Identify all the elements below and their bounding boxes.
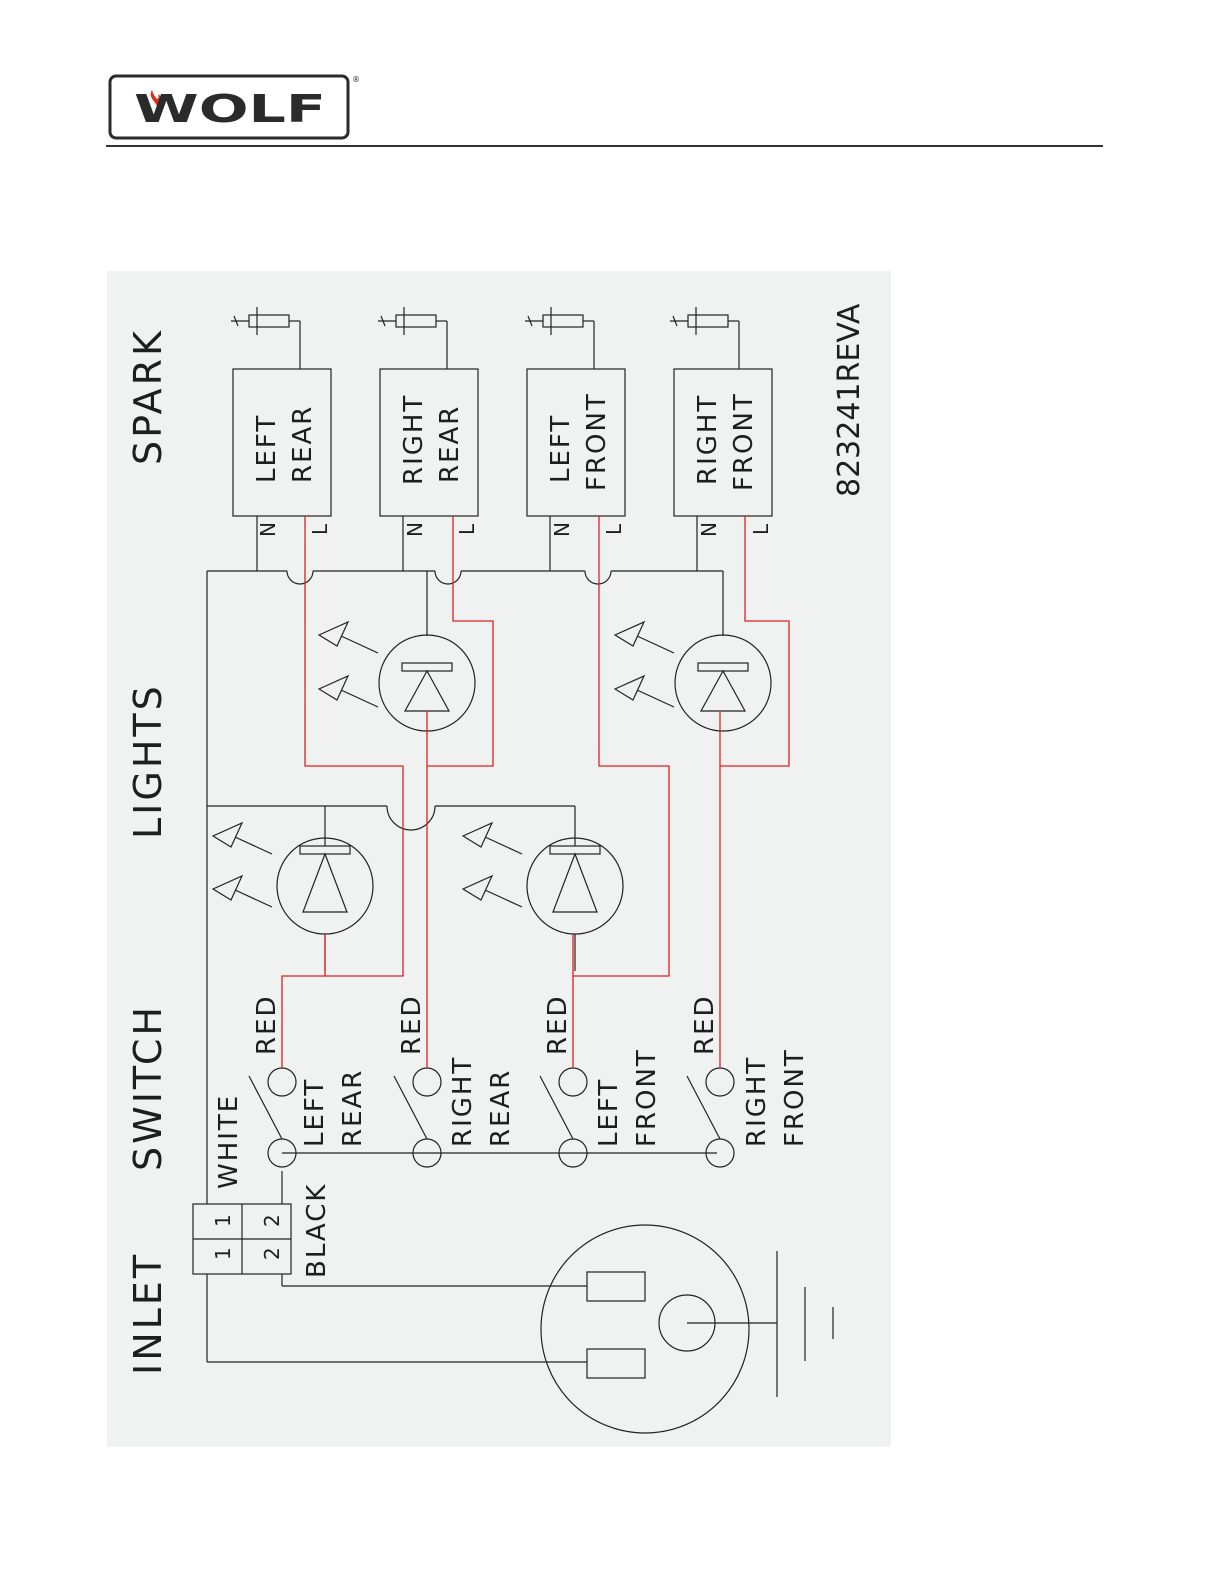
spark-l-4: L (749, 523, 773, 535)
terminal-1b: 1 (211, 1214, 235, 1227)
heading-switch: SWITCH (126, 1004, 170, 1171)
switch-label-left-rear-2: REAR (338, 1069, 368, 1147)
inlet-blade-neutral (587, 1349, 645, 1378)
spark-n-3: N (550, 522, 574, 537)
spark-label-left-front-2: FRONT (582, 392, 612, 491)
heading-inlet: INLET (126, 1252, 170, 1375)
spark-n-4: N (697, 522, 721, 537)
red-label-1: RED (252, 994, 282, 1055)
spark-n-2: N (403, 522, 427, 537)
red-label-2: RED (397, 994, 427, 1055)
heading-spark: SPARK (126, 328, 170, 465)
switch-left-rear-output (268, 1068, 296, 1096)
spark-l-1: L (308, 523, 332, 535)
spark-label-right-rear-2: REAR (435, 405, 465, 483)
spark-n-1: N (256, 522, 280, 537)
spark-label-left-front-1: LEFT (546, 414, 576, 483)
red-label-4: RED (690, 994, 720, 1055)
switch-right-front-output (706, 1068, 734, 1096)
heading-lights: LIGHTS (126, 683, 170, 839)
inlet-blade-hot (587, 1272, 645, 1301)
spark-l-3: L (602, 523, 626, 535)
spark-electrode-3 (543, 315, 583, 327)
switch-label-left-rear-1: LEFT (300, 1078, 330, 1147)
spark-electrode-1 (249, 315, 289, 327)
switch-label-right-rear-1: RIGHT (448, 1056, 478, 1147)
inlet-receptacle (541, 1225, 749, 1433)
switch-left-front-output (559, 1068, 587, 1096)
wiring-diagram-panel: INLET SWITCH LIGHTS SPARK WHITE BLACK 1 … (107, 271, 891, 1447)
label-white: WHITE (214, 1094, 244, 1189)
terminal-1a: 1 (211, 1247, 235, 1260)
spark-electrode-4 (688, 315, 728, 327)
spark-label-left-rear-1: LEFT (252, 414, 282, 483)
light-right-front (675, 635, 771, 731)
spark-label-right-front-2: FRONT (729, 392, 759, 491)
spark-label-right-front-1: RIGHT (693, 394, 723, 485)
switch-label-right-rear-2: REAR (486, 1069, 516, 1147)
switch-label-right-front-1: RIGHT (742, 1056, 772, 1147)
part-number: 823241REVA (832, 303, 867, 497)
wolf-logo: WOLF ® (108, 72, 368, 142)
terminal-2b: 2 (260, 1214, 284, 1227)
spark-l-2: L (455, 523, 479, 535)
switch-label-left-front-2: FRONT (632, 1048, 662, 1147)
red-label-3: RED (543, 994, 573, 1055)
spark-label-right-rear-1: RIGHT (399, 394, 429, 485)
spark-electrode-2 (396, 315, 436, 327)
wiring-diagram: INLET SWITCH LIGHTS SPARK WHITE BLACK 1 … (107, 271, 891, 1447)
switch-label-left-front-1: LEFT (594, 1078, 624, 1147)
switch-label-right-front-2: FRONT (780, 1048, 810, 1147)
spark-label-left-rear-2: REAR (288, 405, 318, 483)
terminal-2a: 2 (260, 1247, 284, 1260)
logo-text: WOLF (134, 87, 326, 131)
label-black: BLACK (302, 1183, 332, 1278)
header-rule (106, 145, 1103, 147)
registered-mark: ® (352, 75, 360, 84)
switch-right-rear-output (413, 1068, 441, 1096)
